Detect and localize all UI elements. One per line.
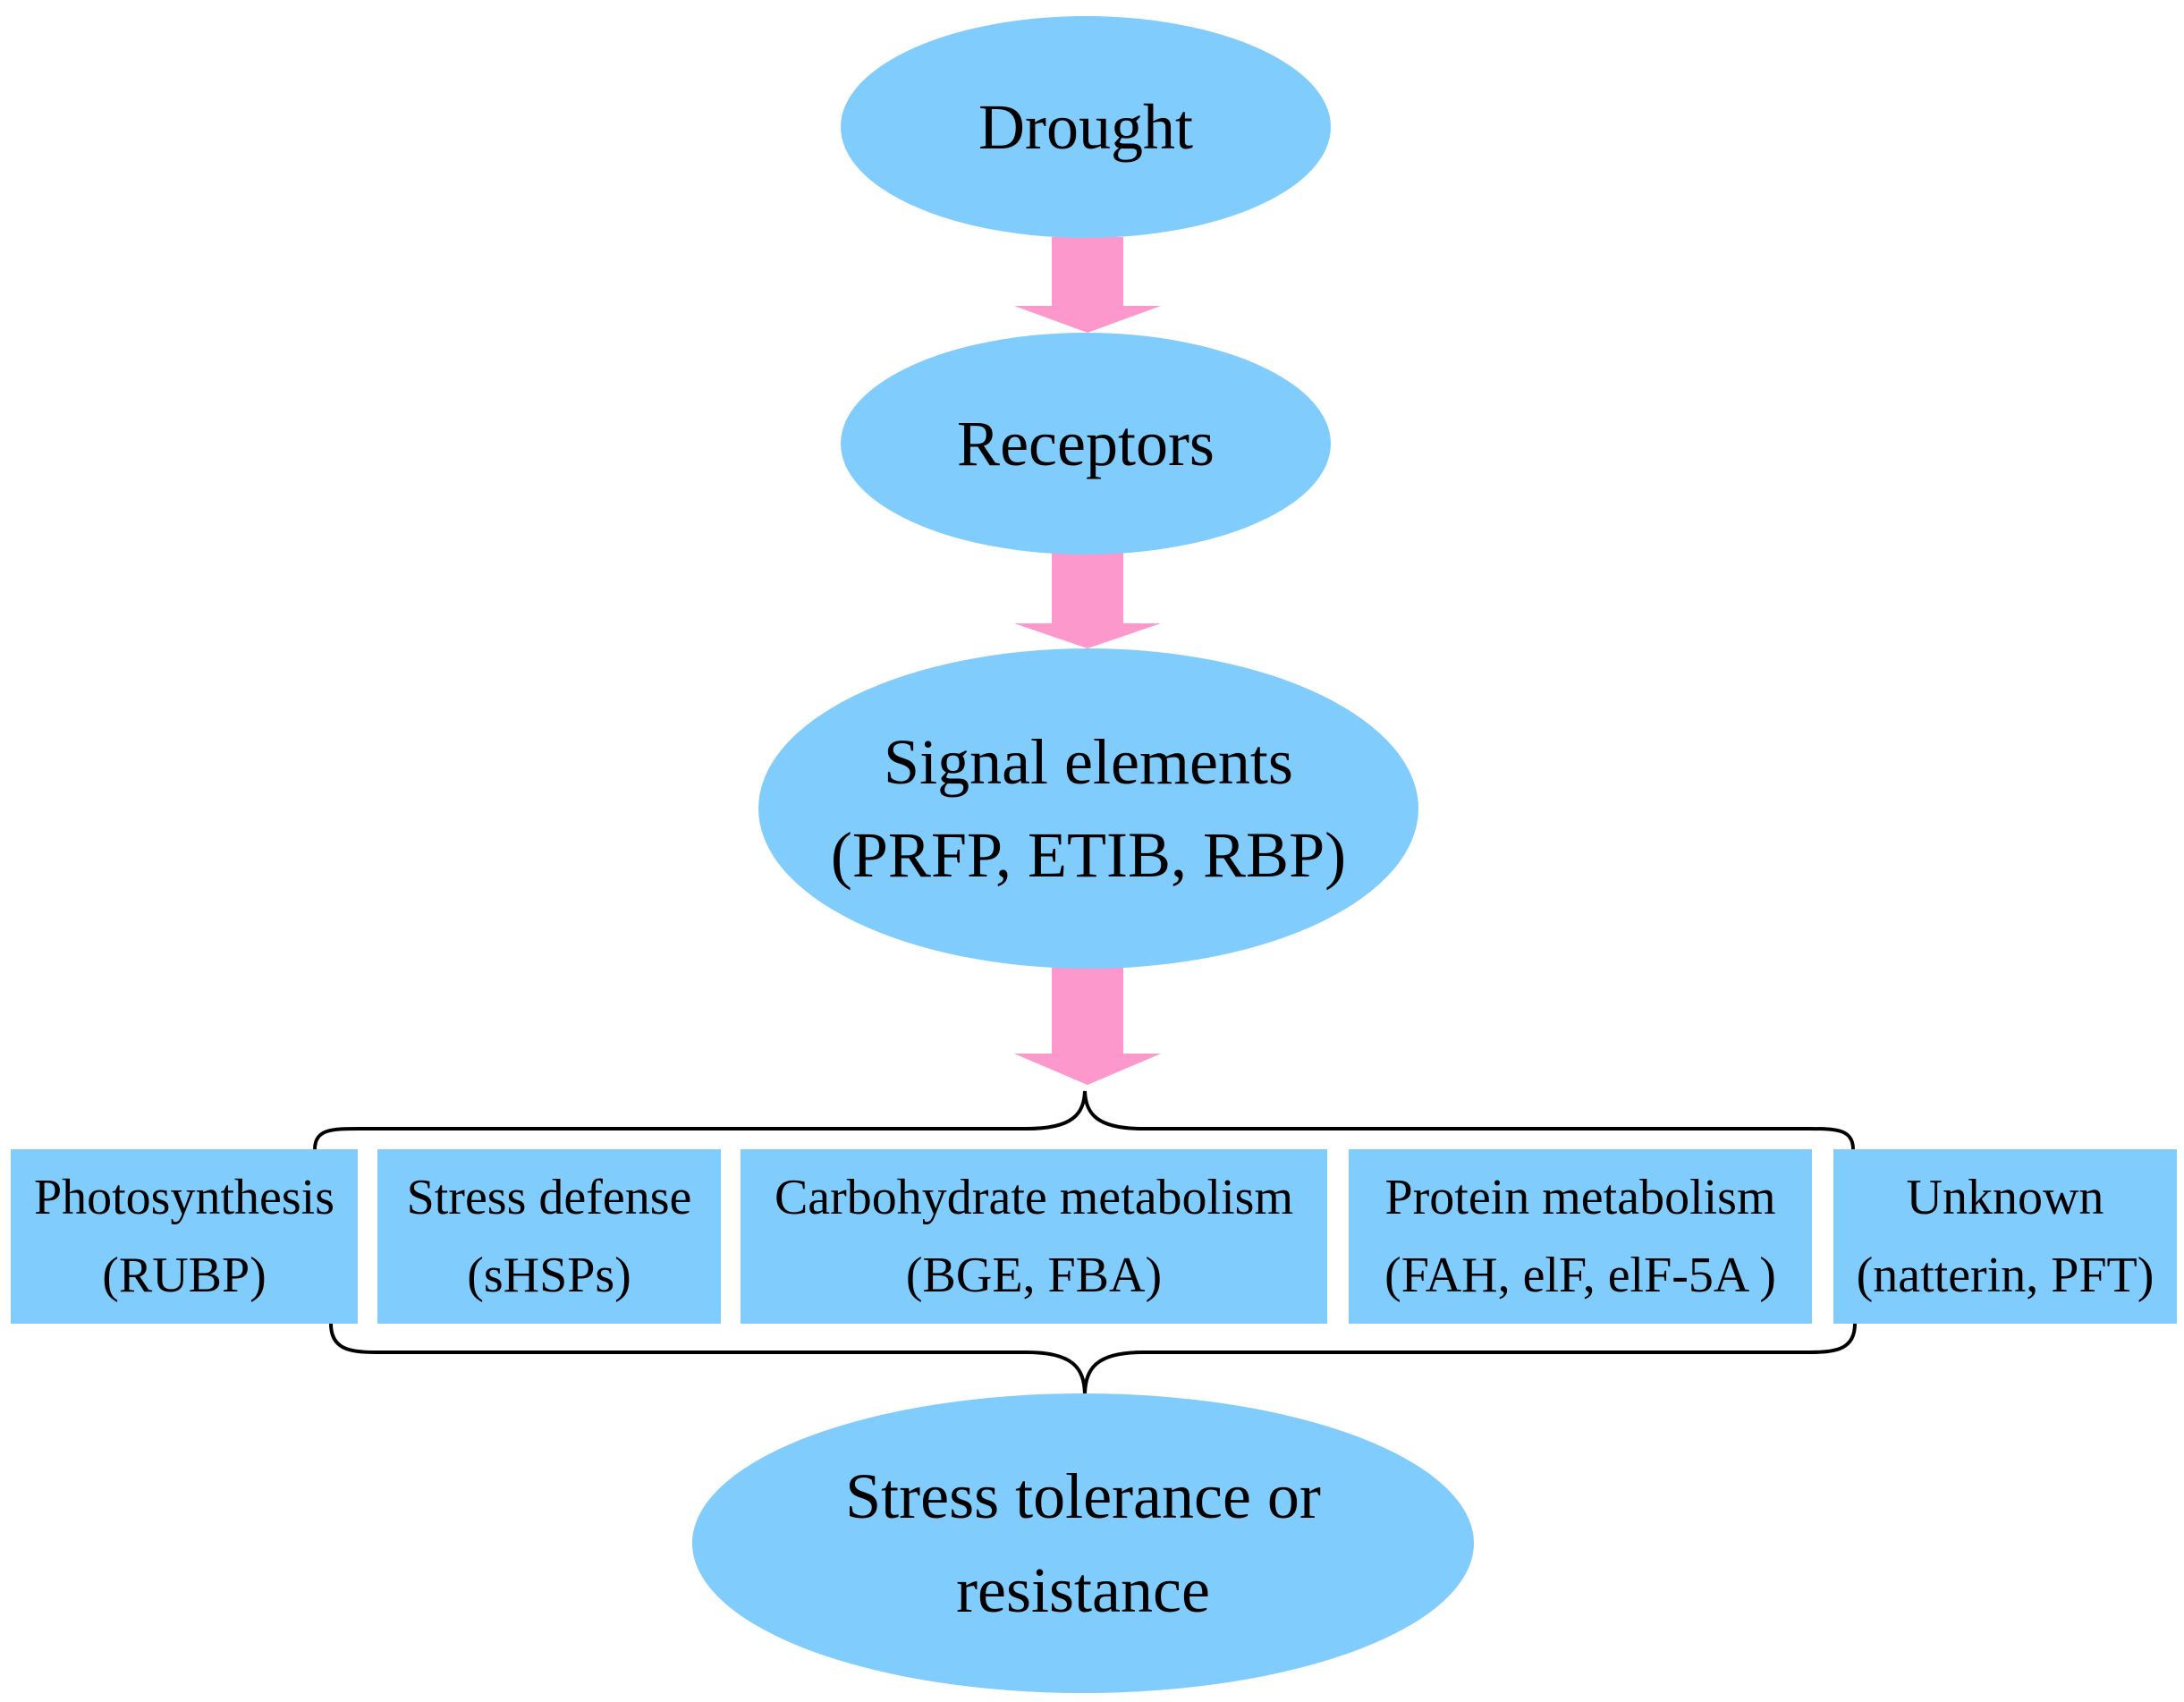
receptors-label: Receptors (957, 407, 1215, 479)
category-protein-metabolism: Protein metabolism (FAH, elF, elF-5A ) (1349, 1149, 1812, 1324)
arrow-drought-to-receptors (1014, 237, 1161, 333)
drought-label: Drought (978, 90, 1193, 163)
category-carbohydrate-metabolism: Carbohydrate metabolism (BGE, FBA) (741, 1149, 1327, 1324)
signal-elements-title: Signal elements (884, 725, 1293, 798)
signal-elements-node: Signal elements (PRFP, ETIB, RBP) (758, 648, 1418, 969)
stress-tolerance-line2: resistance (956, 1554, 1210, 1626)
category-detail: (sHSPs) (467, 1247, 631, 1303)
category-unknown: Unknown (natterin, PFT) (1833, 1149, 2177, 1324)
category-detail: (FAH, elF, elF-5A ) (1384, 1247, 1776, 1303)
bottom-brace (329, 1323, 1857, 1394)
drought-node: Drought (841, 16, 1331, 238)
category-stress-defense: Stress defense (sHSPs) (377, 1149, 721, 1324)
receptors-node: Receptors (841, 333, 1331, 555)
category-title: Photosynthesis (33, 1169, 335, 1225)
top-brace (313, 1090, 1855, 1150)
category-photosynthesis: Photosynthesis (RUBP) (11, 1149, 358, 1324)
category-title: Protein metabolism (1384, 1169, 1776, 1225)
category-detail: (BGE, FBA) (905, 1247, 1163, 1303)
stress-tolerance-line1: Stress tolerance or (845, 1461, 1321, 1533)
arrow-receptors-to-signal (1014, 553, 1161, 648)
category-title: Stress defense (406, 1169, 692, 1225)
signal-elements-detail: (PRFP, ETIB, RBP) (830, 819, 1347, 891)
category-title: Carbohydrate metabolism (774, 1169, 1294, 1225)
arrow-signal-to-categories (1014, 968, 1161, 1085)
category-title: Unknown (1906, 1169, 2104, 1225)
category-detail: (RUBP) (102, 1247, 267, 1303)
category-detail: (natterin, PFT) (1856, 1247, 2154, 1303)
stress-tolerance-node: Stress tolerance or resistance (692, 1393, 1474, 1693)
